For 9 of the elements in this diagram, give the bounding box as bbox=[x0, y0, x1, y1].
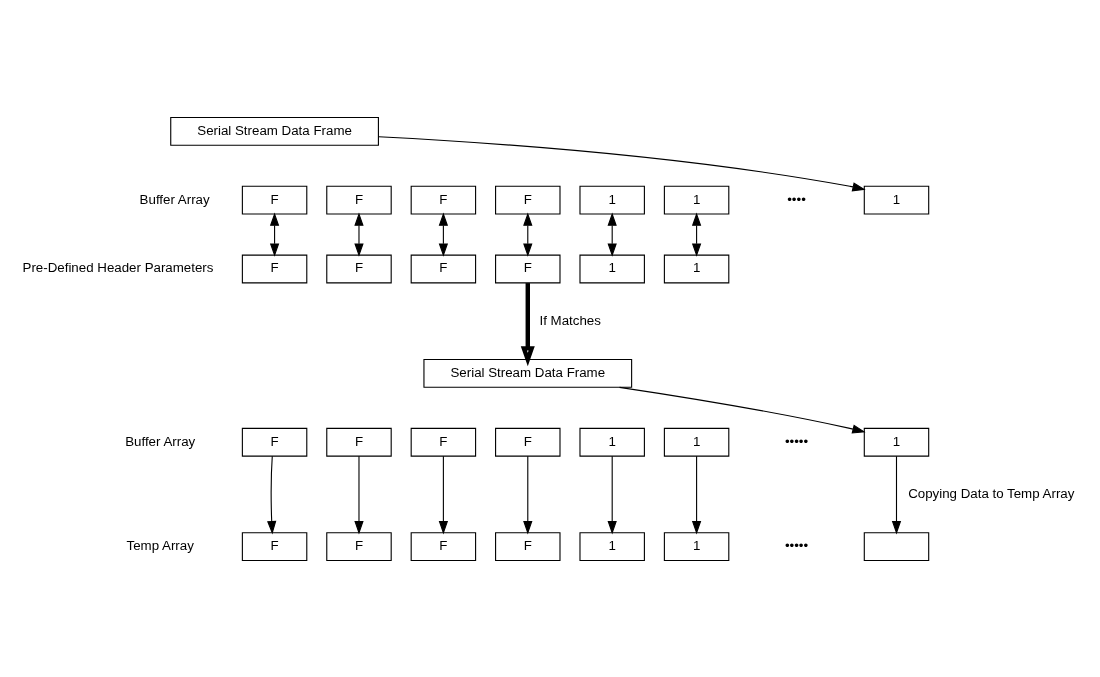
label: ••••• bbox=[784, 537, 809, 553]
edge-label: Copying Data to Temp Array bbox=[908, 485, 1075, 501]
label: ••••• bbox=[784, 433, 809, 449]
edge-label: If Matches bbox=[539, 312, 601, 328]
label: Buffer Array bbox=[125, 433, 196, 449]
label: Temp Array bbox=[126, 537, 194, 553]
label: •••• bbox=[787, 191, 806, 207]
label: Buffer Array bbox=[139, 191, 210, 207]
label: Pre-Defined Header Parameters bbox=[22, 259, 214, 275]
